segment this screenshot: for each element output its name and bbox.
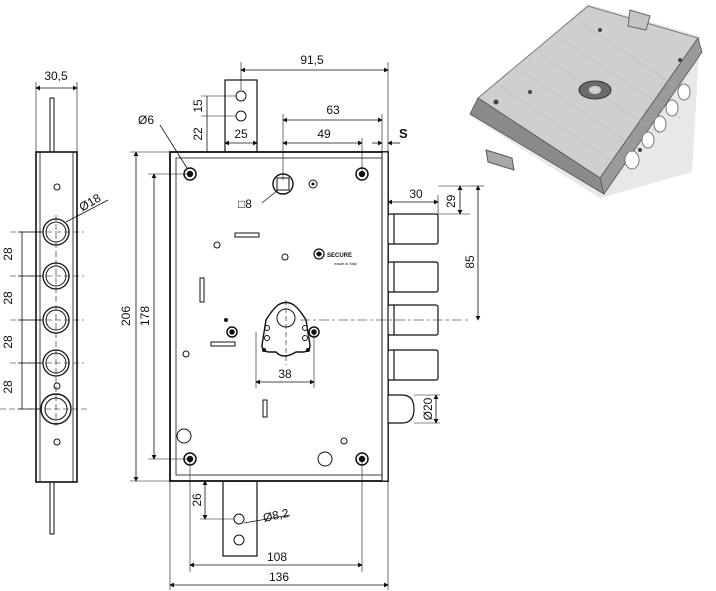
cylinder-cutout bbox=[261, 300, 311, 365]
side-bottom-rod bbox=[49, 479, 55, 535]
bolt-depth-label: 30 bbox=[409, 187, 423, 201]
bottom-108-label: 108 bbox=[267, 550, 287, 564]
offset-49-label: 49 bbox=[317, 127, 331, 141]
side-top-rod bbox=[49, 97, 55, 153]
s-label: S bbox=[399, 126, 408, 141]
bolt-height-label: 29 bbox=[444, 194, 458, 208]
bottom-mounting-tab bbox=[222, 480, 258, 557]
mount-hole-label: Ø6 bbox=[138, 113, 154, 127]
brand-label: SECURE bbox=[327, 253, 352, 259]
square-label: □8 bbox=[238, 197, 252, 211]
tab-hole-label: Ø8,2 bbox=[262, 506, 291, 525]
side-view: 28 28 28 28 30,5 Ø18 bbox=[0, 69, 109, 535]
brand-sub-label: made in Italy bbox=[334, 261, 357, 266]
pitch-label-3: 28 bbox=[1, 335, 15, 349]
forend bbox=[381, 151, 389, 482]
side-width-label: 30,5 bbox=[44, 69, 68, 83]
deadbolts bbox=[387, 213, 439, 381]
offset-63-label: 63 bbox=[326, 103, 340, 117]
tab-top-15-label: 15 bbox=[191, 99, 205, 113]
pitch-label-2: 28 bbox=[1, 291, 15, 305]
height-178-label: 178 bbox=[138, 306, 152, 326]
tab-top-22-label: 22 bbox=[191, 127, 205, 141]
pitch-label-1: 28 bbox=[1, 247, 15, 261]
latch bbox=[387, 394, 415, 424]
cylinder-spacing-label: 38 bbox=[278, 367, 292, 381]
product-render bbox=[469, 4, 703, 198]
latch-diameter-label: Ø20 bbox=[421, 397, 435, 420]
pitch-label-4: 28 bbox=[1, 380, 15, 394]
side-hole-diameter-label: Ø18 bbox=[77, 191, 104, 215]
tab-width-25-label: 25 bbox=[234, 127, 248, 141]
brand-logo: SECURE made in Italy bbox=[313, 248, 357, 266]
top-width-label: 91,5 bbox=[300, 53, 324, 67]
height-206-label: 206 bbox=[119, 306, 133, 326]
bottom-136-label: 136 bbox=[269, 570, 289, 584]
bolt-span-label: 85 bbox=[463, 255, 477, 269]
front-view: SECURE made in Italy 91,5 63 49 S bbox=[119, 53, 484, 590]
tab-bottom-26-label: 26 bbox=[190, 493, 204, 507]
